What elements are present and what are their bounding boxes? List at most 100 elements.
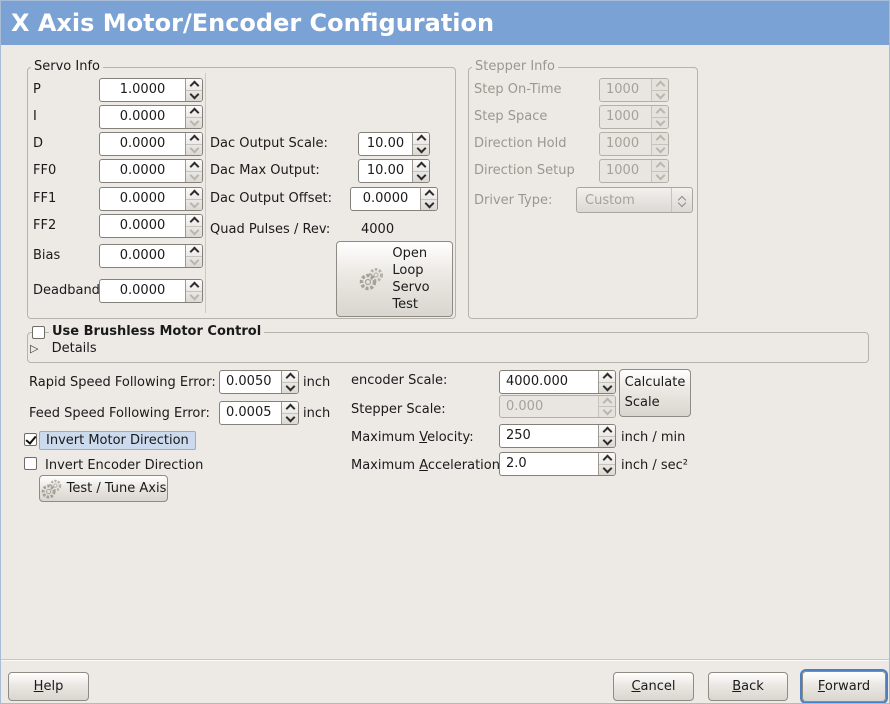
spin-up-button[interactable]: [186, 245, 202, 257]
dac-max-output-value[interactable]: 10.00: [366, 163, 405, 178]
spin-buttons[interactable]: [281, 402, 298, 424]
spin-down-button[interactable]: [282, 381, 298, 394]
spin-up-button[interactable]: [421, 188, 437, 200]
p-value[interactable]: 1.0000: [119, 82, 166, 97]
spin-down-button[interactable]: [186, 225, 202, 238]
spin-up-button[interactable]: [599, 453, 615, 465]
encoder-scale-value[interactable]: 4000.000: [506, 374, 569, 389]
deadband-spinbox[interactable]: 0.0000: [99, 279, 203, 303]
details-label[interactable]: Details: [51, 341, 97, 356]
ff1-value[interactable]: 0.0000: [119, 191, 166, 206]
spin-down-button[interactable]: [599, 463, 615, 476]
dac-output-offset-value[interactable]: 0.0000: [362, 191, 409, 206]
spin-up-button[interactable]: [413, 133, 429, 145]
spin-buttons[interactable]: [412, 133, 429, 155]
spin-buttons[interactable]: [420, 188, 437, 210]
servo-frame-separator: [205, 73, 206, 313]
p-spinbox[interactable]: 1.0000: [99, 78, 203, 102]
spin-up-button[interactable]: [282, 371, 298, 383]
help-button[interactable]: Help: [8, 672, 89, 701]
d-spinbox[interactable]: 0.0000: [99, 132, 203, 156]
use-brushless-label[interactable]: Use Brushless Motor Control: [49, 324, 265, 339]
details-expander[interactable]: Details: [30, 341, 97, 357]
spin-buttons[interactable]: [185, 160, 202, 182]
invert-encoder-checkbox[interactable]: [24, 457, 37, 470]
invert-motor-checkbox[interactable]: [24, 433, 37, 446]
ff2-value[interactable]: 0.0000: [119, 218, 166, 233]
feed-following-error-spinbox[interactable]: 0.0005: [219, 401, 299, 425]
ff0-value[interactable]: 0.0000: [119, 163, 166, 178]
max-velocity-value[interactable]: 250: [506, 428, 531, 443]
ff1-spinbox[interactable]: 0.0000: [99, 187, 203, 211]
spin-up-button[interactable]: [186, 79, 202, 91]
spin-down-button[interactable]: [186, 290, 202, 303]
spin-buttons[interactable]: [281, 371, 298, 393]
cancel-button[interactable]: Cancel: [613, 672, 694, 701]
max-acceleration-spinbox[interactable]: 2.0: [499, 452, 616, 476]
spin-up-button[interactable]: [186, 280, 202, 292]
back-button[interactable]: Back: [708, 672, 788, 701]
invert-motor-label[interactable]: Invert Motor Direction: [39, 431, 196, 450]
spin-up-button[interactable]: [599, 425, 615, 437]
spin-up-button[interactable]: [413, 160, 429, 172]
spin-down-button[interactable]: [413, 143, 429, 156]
spin-up-button[interactable]: [186, 106, 202, 118]
spin-up-button[interactable]: [186, 215, 202, 227]
i-spinbox[interactable]: 0.0000: [99, 105, 203, 129]
dac-max-output-spinbox[interactable]: 10.00: [358, 159, 430, 183]
spin-up-button[interactable]: [599, 371, 615, 383]
spin-buttons[interactable]: [185, 106, 202, 128]
spin-buttons[interactable]: [185, 188, 202, 210]
spin-up-button[interactable]: [186, 160, 202, 172]
calculate-scale-button[interactable]: Calculate Scale: [619, 369, 691, 417]
spin-buttons[interactable]: [185, 245, 202, 267]
spin-buttons[interactable]: [185, 215, 202, 237]
forward-label: Forward: [817, 679, 871, 694]
spin-buttons[interactable]: [598, 371, 615, 393]
max-velocity-spinbox[interactable]: 250: [499, 424, 616, 448]
open-loop-servo-test-button[interactable]: Open Loop Servo Test: [336, 241, 453, 317]
spin-down-button[interactable]: [186, 116, 202, 129]
spin-down-button[interactable]: [186, 198, 202, 211]
spin-down-button[interactable]: [421, 198, 437, 211]
spin-down-button[interactable]: [413, 170, 429, 183]
spin-buttons[interactable]: [598, 453, 615, 475]
bias-spinbox[interactable]: 0.0000: [99, 244, 203, 268]
max-acceleration-value[interactable]: 2.0: [506, 456, 527, 471]
invert-encoder-label[interactable]: Invert Encoder Direction: [45, 458, 204, 473]
ff2-spinbox[interactable]: 0.0000: [99, 214, 203, 238]
rapid-following-error-spinbox[interactable]: 0.0050: [219, 370, 299, 394]
dac-output-scale-spinbox[interactable]: 10.00: [358, 132, 430, 156]
spin-buttons[interactable]: [185, 280, 202, 302]
ff0-spinbox[interactable]: 0.0000: [99, 159, 203, 183]
encoder-scale-spinbox[interactable]: 4000.000: [499, 370, 616, 394]
spin-buttons[interactable]: [185, 133, 202, 155]
spin-down-button[interactable]: [599, 381, 615, 394]
d-value[interactable]: 0.0000: [119, 136, 166, 151]
spin-up-button[interactable]: [186, 133, 202, 145]
spin-up-button[interactable]: [282, 402, 298, 414]
use-brushless-checkbox[interactable]: [32, 326, 45, 339]
spin-down-button[interactable]: [186, 143, 202, 156]
deadband-value[interactable]: 0.0000: [119, 283, 166, 298]
spin-down-button[interactable]: [282, 412, 298, 425]
spin-down-button[interactable]: [599, 435, 615, 448]
rapid-following-error-value[interactable]: 0.0050: [226, 374, 272, 389]
i-value[interactable]: 0.0000: [119, 109, 166, 124]
spin-down-button[interactable]: [186, 170, 202, 183]
spin-up-button: [599, 396, 615, 408]
spin-down-button[interactable]: [186, 255, 202, 268]
spin-down-button[interactable]: [186, 89, 202, 102]
bias-value[interactable]: 0.0000: [119, 248, 166, 263]
spin-up-button[interactable]: [186, 188, 202, 200]
dac-output-scale-value[interactable]: 10.00: [366, 136, 405, 151]
spin-buttons[interactable]: [185, 79, 202, 101]
chevron-down-icon: [189, 198, 199, 209]
forward-button[interactable]: Forward: [802, 671, 886, 702]
dac-output-offset-spinbox[interactable]: 0.0000: [350, 187, 438, 211]
test-tune-axis-button[interactable]: Test / Tune Axis: [39, 475, 168, 502]
spin-buttons[interactable]: [598, 425, 615, 447]
feed-following-error-value[interactable]: 0.0005: [226, 405, 272, 420]
expander-triangle-icon[interactable]: [30, 341, 38, 356]
spin-buttons[interactable]: [412, 160, 429, 182]
